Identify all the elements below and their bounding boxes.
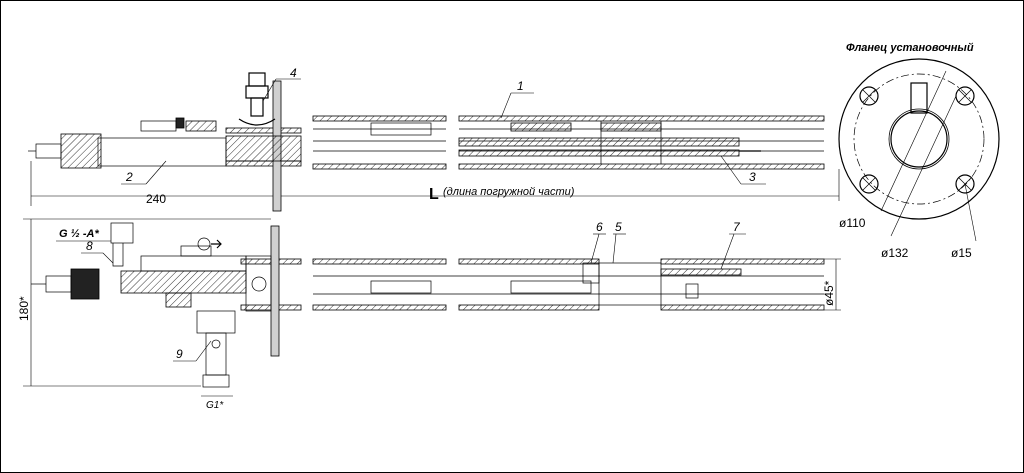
callout-2: 2	[125, 170, 133, 184]
callout-8: 8	[86, 239, 93, 253]
label-g1: G1*	[206, 400, 224, 411]
flange-view: Фланец установочный ø110 ø132 ø15	[838, 42, 1000, 260]
dim-l-note: (длина погружной части)	[443, 186, 575, 198]
callout-7: 7	[733, 220, 741, 234]
callout-3: 3	[749, 170, 756, 184]
flange-title: Фланец установочный	[846, 42, 974, 54]
label-thread-g: G ½ -A*	[59, 228, 99, 240]
dim-180: 180*	[17, 296, 31, 321]
callout-4: 4	[290, 66, 297, 80]
callout-5: 5	[615, 220, 622, 234]
dim-d45: ø45*	[822, 280, 836, 306]
callout-6: 6	[596, 220, 603, 234]
flange-d132: ø132	[881, 246, 909, 260]
dim-l: L	[429, 186, 439, 203]
bottom-view: 180* ø45* G ½ -A* G1* 8 9 6 5 7	[17, 218, 841, 411]
top-view: 240 L (длина погружной части) 4 1 2 3	[28, 66, 840, 212]
flange-d15: ø15	[951, 246, 972, 260]
flange-d110: ø110	[839, 216, 866, 230]
top-pipe-walls	[225, 115, 825, 170]
dim-240: 240	[146, 192, 166, 206]
callout-9: 9	[176, 347, 183, 361]
callout-1: 1	[517, 79, 524, 93]
